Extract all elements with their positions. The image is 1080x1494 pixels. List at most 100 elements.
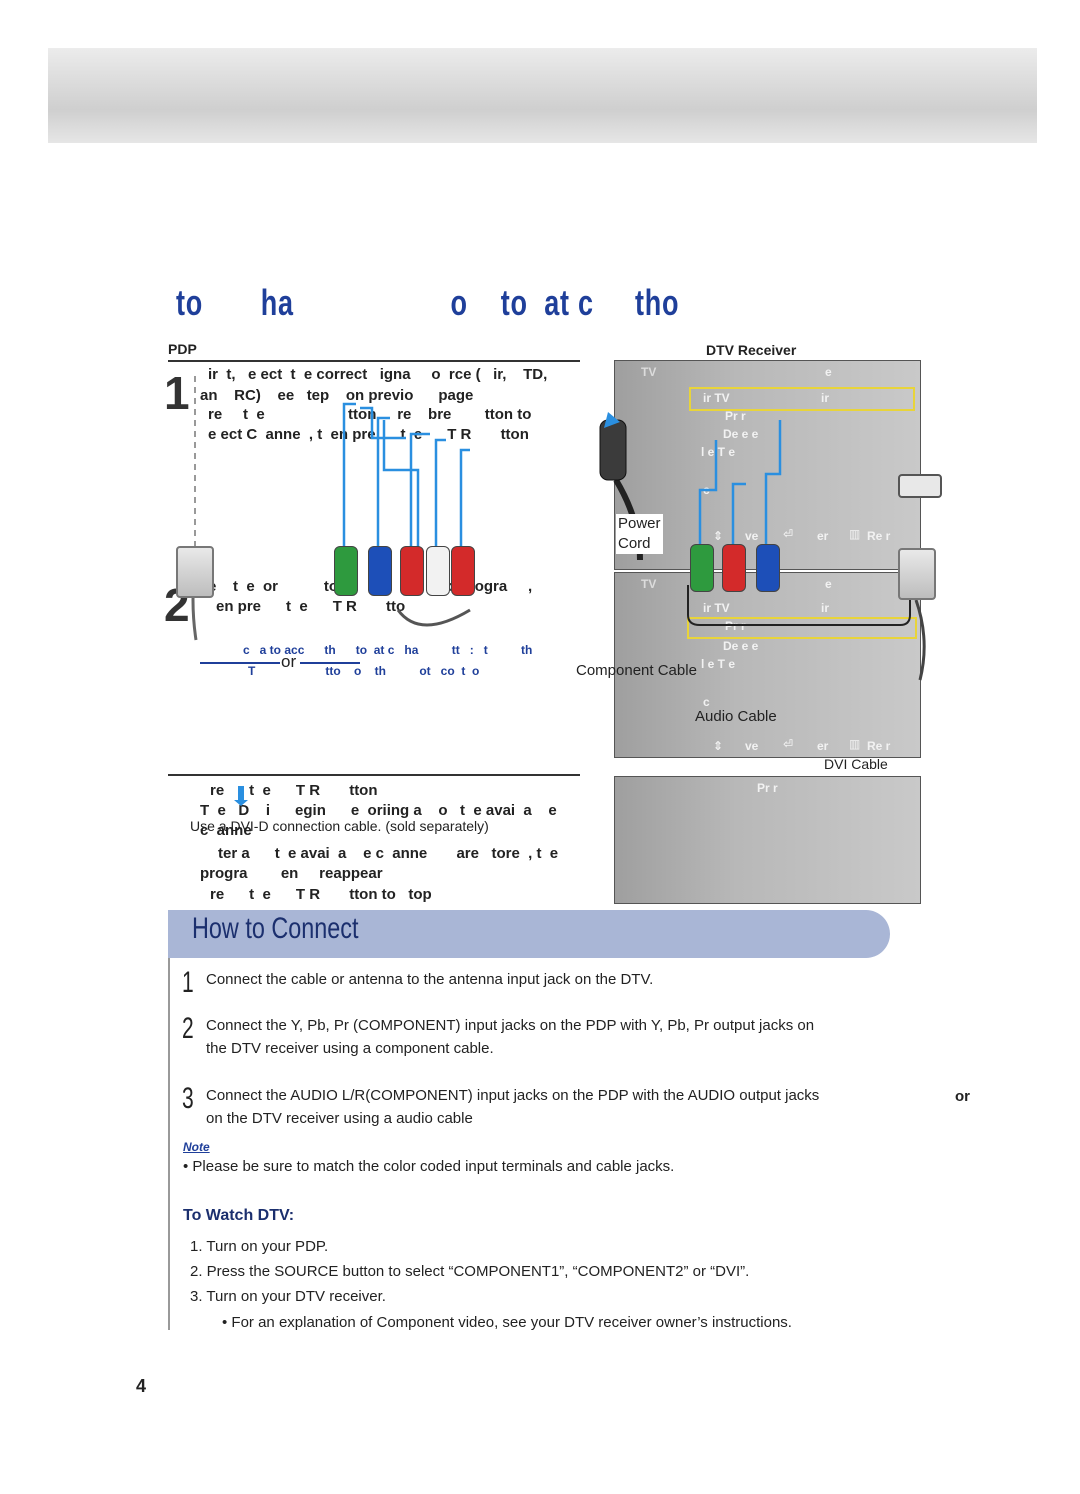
menu-mid-tv: TV [641,577,657,591]
blue-plug-left [368,546,392,596]
audio-cable-label: Audio Cable [695,708,777,725]
menu-mid-move: ve [745,739,759,753]
ghost-step2-line2: en pre t e T R tto [216,598,406,615]
menu-panel-bottom: Pr r [614,776,921,904]
ghost-step1-line1: ir t, e ect t e correct igna o rce ( ir,… [208,366,548,383]
step-3-line2: on the DTV receiver using a audio cable [206,1110,473,1127]
section-left-rule [168,958,170,1330]
ghost-step3-line2: T e D i egin e oriing a o t e avai a e [200,802,557,819]
dtv-loop-line [687,585,911,626]
menu-mid-row1b: ir [821,601,830,615]
step-3-line1: Connect the AUDIO L/R(COMPONENT) input j… [206,1087,820,1104]
white-plug-left [426,546,450,596]
ghost-step1-line2: an RC) ee tep on previo page [200,387,474,404]
power-cord-label: Power Cord [616,514,663,554]
how-to-connect-title: How to Connect [192,912,359,945]
or-right-label: or [955,1088,970,1105]
ghost-step2-blue-line2: T tto o th ot co t o [248,664,480,678]
menu-top-row4: l e T e [701,445,736,459]
step-3-text: Connect the AUDIO L/R(COMPONENT) input j… [206,1084,819,1130]
menu-panel-top: TV e ir TV ir Pr r De e e l e T e c ⇕ ve… [614,360,921,570]
menu-mid-row4: l e T e [701,657,736,671]
menu-mid-enter-icon: ⏎ [783,737,794,751]
menu-mid-row5: c [703,695,710,709]
page-number: 4 [136,1376,147,1396]
menu-top-highlight [689,387,915,411]
ghost-step1-line3: re t e tton re bre tton to [208,406,532,423]
power-cord-plug [599,419,627,481]
ghost-step3-line4: ter a t e avai a e c anne are tore , t e [218,845,559,862]
menu-mid-return: Re r [867,739,891,753]
menu-top-row2: Pr r [725,409,746,423]
red-audio-plug-left [451,546,475,596]
green-plug-left [334,546,358,596]
menu-top-row1b: ir [821,391,830,405]
step3-rule [168,774,580,776]
menu-top-row3: De e e [723,427,759,441]
step-1-text: Connect the cable or antenna to the ante… [206,971,654,988]
menu-top-move: ve [745,529,759,543]
menu-mid-enter: er [817,739,829,753]
menu-top-return: Re r [867,529,891,543]
step-2-line2: the DTV receiver using a component cable… [206,1040,494,1057]
menu-panel-middle: TV e ir TV ir Pr r De e e l e T e c ⇕ ve… [614,572,921,758]
or-line-right [300,662,360,664]
dvi-port-icon [898,474,942,498]
note-label: Note [183,1140,210,1154]
right-dvi-connector [898,548,936,600]
pdp-label: PDP [168,341,197,357]
to-watch-item-2: 2. Press the SOURCE button to select “CO… [190,1263,750,1280]
to-watch-item-3: 3. Turn on your DTV receiver. [190,1288,386,1305]
header-band [48,48,1037,143]
menu-bottom-row: Pr r [757,781,778,795]
menu-mid-row1a: ir TV [703,601,730,615]
cord-label: Cord [618,535,651,552]
step-2-number: 2 [182,1012,194,1045]
to-watch-heading: To Watch DTV: [183,1207,295,1224]
step-2-line1: Connect the Y, Pb, Pr (COMPONENT) input … [206,1017,815,1034]
ghost-step1-number: 1 [164,367,190,419]
red-plug-right [722,544,746,592]
or-line-left [200,662,280,664]
pdp-rule [168,360,580,362]
menu-mid-highlight [687,617,917,639]
menu-top-e: e [825,365,832,379]
component-cable-label: Component Cable [576,662,697,679]
menu-mid-nav-icon: ⇕ [713,739,724,753]
how-to-connect-banner [168,910,890,958]
menu-top-enter: er [817,529,829,543]
ghost-step2-blue-line1: c a to acc th to at c ha tt : t th [243,643,533,657]
ghost-step3-line5: progra en reappear [200,865,383,882]
power-label: Power [618,515,661,532]
ghost-step3-line1: re t e T R tton [210,782,378,799]
menu-top-nav-icon: ⇕ [713,529,724,543]
or-label: or [281,652,297,671]
menu-mid-return-icon: ▥ [849,737,861,751]
dvi-cable-wire [914,599,926,681]
menu-top-return-icon: ▥ [849,527,861,541]
right-cable-wires [698,420,782,550]
menu-top-row1a: ir TV [703,391,730,405]
ghost-step3-line3: c anne [200,822,252,839]
green-plug-right [690,544,714,592]
step-2-text: Connect the Y, Pb, Pr (COMPONENT) input … [206,1014,814,1060]
red-plug-left [400,546,424,596]
dvi-note: Use a DVI-D connection cable. (sold sepa… [190,818,489,834]
menu-top-enter-icon: ⏎ [783,527,794,541]
menu-mid-e: e [825,577,832,591]
ghost-heading: to ha o to at c tho [176,282,680,323]
power-arrow-icon [604,412,620,428]
dvi-cable-label: DVI Cable [824,756,888,772]
blue-plug-right [756,544,780,592]
note-text: • Please be sure to match the color code… [183,1158,675,1175]
to-watch-sub-note: • For an explanation of Component video,… [222,1314,792,1331]
audio-cable-loop [396,608,471,627]
dvi-arrow-icon [234,786,248,806]
menu-top-tv: TV [641,365,657,379]
step-1-number: 1 [182,966,194,999]
ghost-step3-line6: re t e T R tton to top [210,886,432,903]
to-watch-item-1: 1. Turn on your PDP. [190,1238,329,1255]
menu-mid-row3: De e e [723,639,759,653]
step-3-number: 3 [182,1082,194,1115]
left-dvi-connector [176,546,214,598]
